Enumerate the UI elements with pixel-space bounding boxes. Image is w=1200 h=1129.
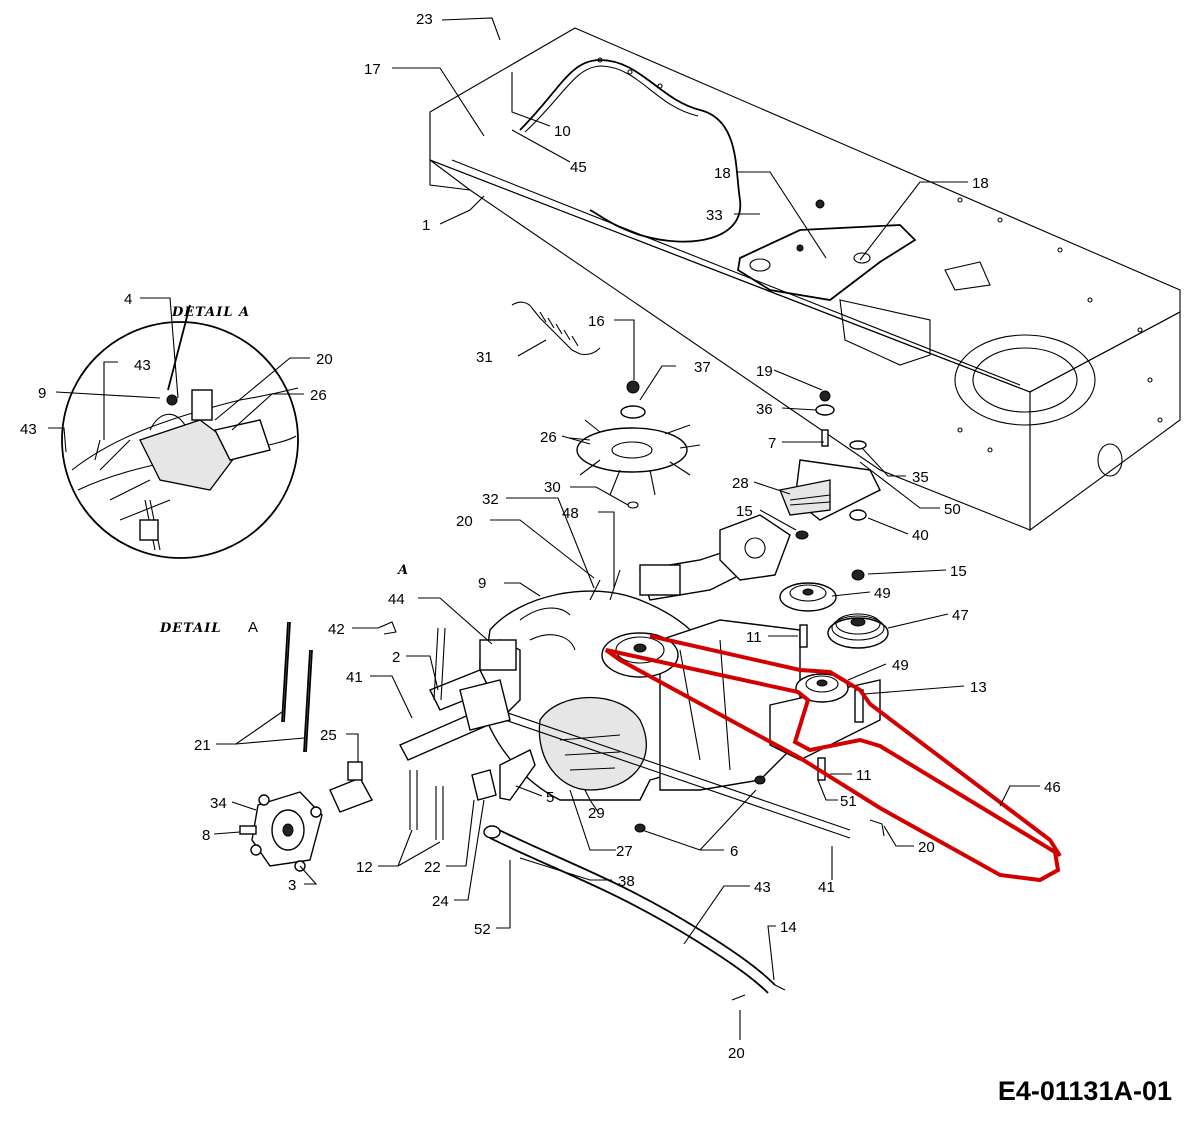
callout-21: 21 [194, 737, 211, 754]
main-detail-letter: A [248, 619, 258, 636]
wheel-hub-left [239, 791, 323, 872]
drive-components [469, 301, 889, 839]
callout-42: 42 [328, 621, 345, 638]
callout-43: 43 [134, 357, 151, 374]
callout-1: 1 [422, 217, 430, 234]
callout-9: 9 [478, 575, 486, 592]
callout-50: 50 [944, 501, 961, 518]
callout-29: 29 [588, 805, 605, 822]
callout-10: 10 [554, 123, 571, 140]
callout-15: 15 [736, 503, 753, 520]
callout-13: 13 [970, 679, 987, 696]
callout-48: 48 [562, 505, 579, 522]
callout-34: 34 [210, 795, 227, 812]
callout-23: 23 [416, 11, 433, 28]
callout-2: 2 [392, 649, 400, 666]
callout-20: 20 [918, 839, 935, 856]
callout-5: 5 [546, 789, 554, 806]
cooling-fan [569, 419, 701, 496]
callout-4: 4 [124, 291, 132, 308]
callout-25: 25 [320, 727, 337, 744]
callout-26: 26 [540, 429, 557, 446]
callout-20: 20 [316, 351, 333, 368]
callout-33: 33 [706, 207, 723, 224]
callout-43: 43 [754, 879, 771, 896]
callout-30: 30 [544, 479, 561, 496]
callout-46: 46 [1044, 779, 1061, 796]
callout-26: 26 [310, 387, 327, 404]
callout-44: 44 [388, 591, 405, 608]
callout-41: 41 [818, 879, 835, 896]
detail-a-inset [61, 304, 299, 559]
callout-51: 51 [840, 793, 857, 810]
callout-9: 9 [38, 385, 46, 402]
callout-14: 14 [780, 919, 797, 936]
callout-47: 47 [952, 607, 969, 624]
callout-41: 41 [346, 669, 363, 686]
drive-belt [604, 648, 1061, 883]
callout-20: 20 [456, 513, 473, 530]
callout-16: 16 [588, 313, 605, 330]
callout-18: 18 [972, 175, 989, 192]
callout-49: 49 [892, 657, 909, 674]
callout-36: 36 [756, 401, 773, 418]
callout-52: 52 [474, 921, 491, 938]
callout-12: 12 [356, 859, 373, 876]
callout-19: 19 [756, 363, 773, 380]
callout-45: 45 [570, 159, 587, 176]
callout-43: 43 [20, 421, 37, 438]
callout-3: 3 [288, 877, 296, 894]
drawing-reference-number: E4-01131A-01 [997, 1076, 1172, 1106]
callout-24: 24 [432, 893, 449, 910]
callout-40: 40 [912, 527, 929, 544]
detail-pointer-letter: A [396, 563, 409, 578]
callout-37: 37 [694, 359, 711, 376]
callout-32: 32 [482, 491, 499, 508]
callout-6: 6 [730, 843, 738, 860]
callout-15: 15 [950, 563, 967, 580]
callout-17: 17 [364, 61, 381, 78]
callout-7: 7 [768, 435, 776, 452]
callout-18: 18 [714, 165, 731, 182]
callout-35: 35 [912, 469, 929, 486]
callout-27: 27 [616, 843, 633, 860]
drive-belt-upper [649, 634, 1062, 858]
callout-20: 20 [728, 1045, 745, 1062]
callout-11: 11 [856, 767, 872, 784]
callout-31: 31 [476, 349, 493, 366]
callout-8: 8 [202, 827, 210, 844]
callout-28: 28 [732, 475, 749, 492]
inset-detail-title: DETAIL A [171, 305, 250, 320]
main-detail-title: DETAIL [159, 621, 221, 636]
frame-chassis [429, 27, 1181, 532]
callout-22: 22 [424, 859, 441, 876]
callout-38: 38 [618, 873, 635, 890]
callout-numbers: 23 17 10 45 18 33 18 1 4 20 43 9 26 43 3… [20, 11, 1061, 1062]
leader-lines [48, 17, 1040, 1040]
callout-49: 49 [874, 585, 891, 602]
callout-11: 11 [746, 629, 762, 646]
left-linkage-parts [239, 621, 885, 1001]
